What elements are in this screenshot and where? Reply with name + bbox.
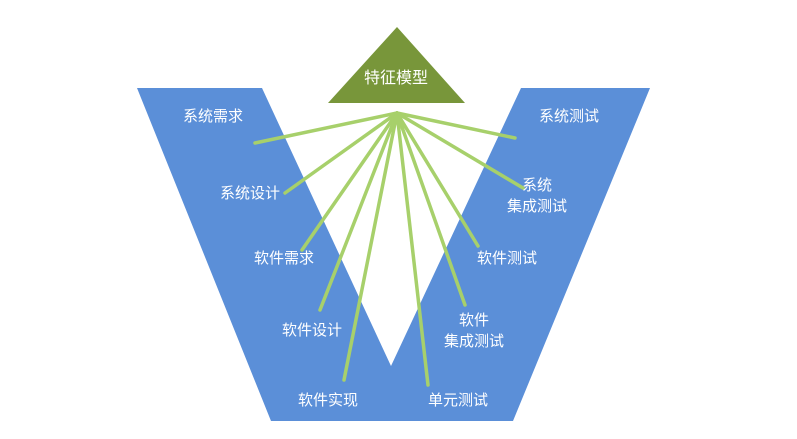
connector-system-requirements [253,111,399,145]
connector-system-integration-test [395,111,525,190]
connector-system-design [283,111,399,195]
connector-software-integration-test [395,111,467,307]
label-software-design: 软件设计 [282,321,343,339]
label-software-requirements: 软件需求 [254,249,315,267]
label-system-integration-test: 系统 集成测试 [503,175,571,217]
connector-system-test [395,111,517,140]
connector-unit-test [395,111,430,387]
label-software-integration-line1: 软件 [458,311,489,329]
label-software-integration-test: 软件 集成测试 [440,310,508,352]
connector-software-test [395,111,480,248]
apex-triangle [328,27,465,103]
connector-software-implementation [342,111,399,382]
label-unit-test: 单元测试 [428,391,489,409]
label-system-design: 系统设计 [220,184,281,202]
connector-software-design [318,111,399,312]
label-system-integration-line1: 系统 [521,176,552,194]
label-software-integration-line2: 集成测试 [443,332,504,350]
label-system-test: 系统测试 [539,107,600,125]
label-software-test: 软件测试 [477,249,538,267]
label-system-requirements: 系统需求 [183,107,244,125]
connector-software-requirements [300,111,399,252]
label-software-implementation: 软件实现 [298,391,359,409]
apex-label: 特征模型 [364,68,429,87]
v-shape [137,88,650,421]
label-system-integration-line2: 集成测试 [506,197,567,215]
